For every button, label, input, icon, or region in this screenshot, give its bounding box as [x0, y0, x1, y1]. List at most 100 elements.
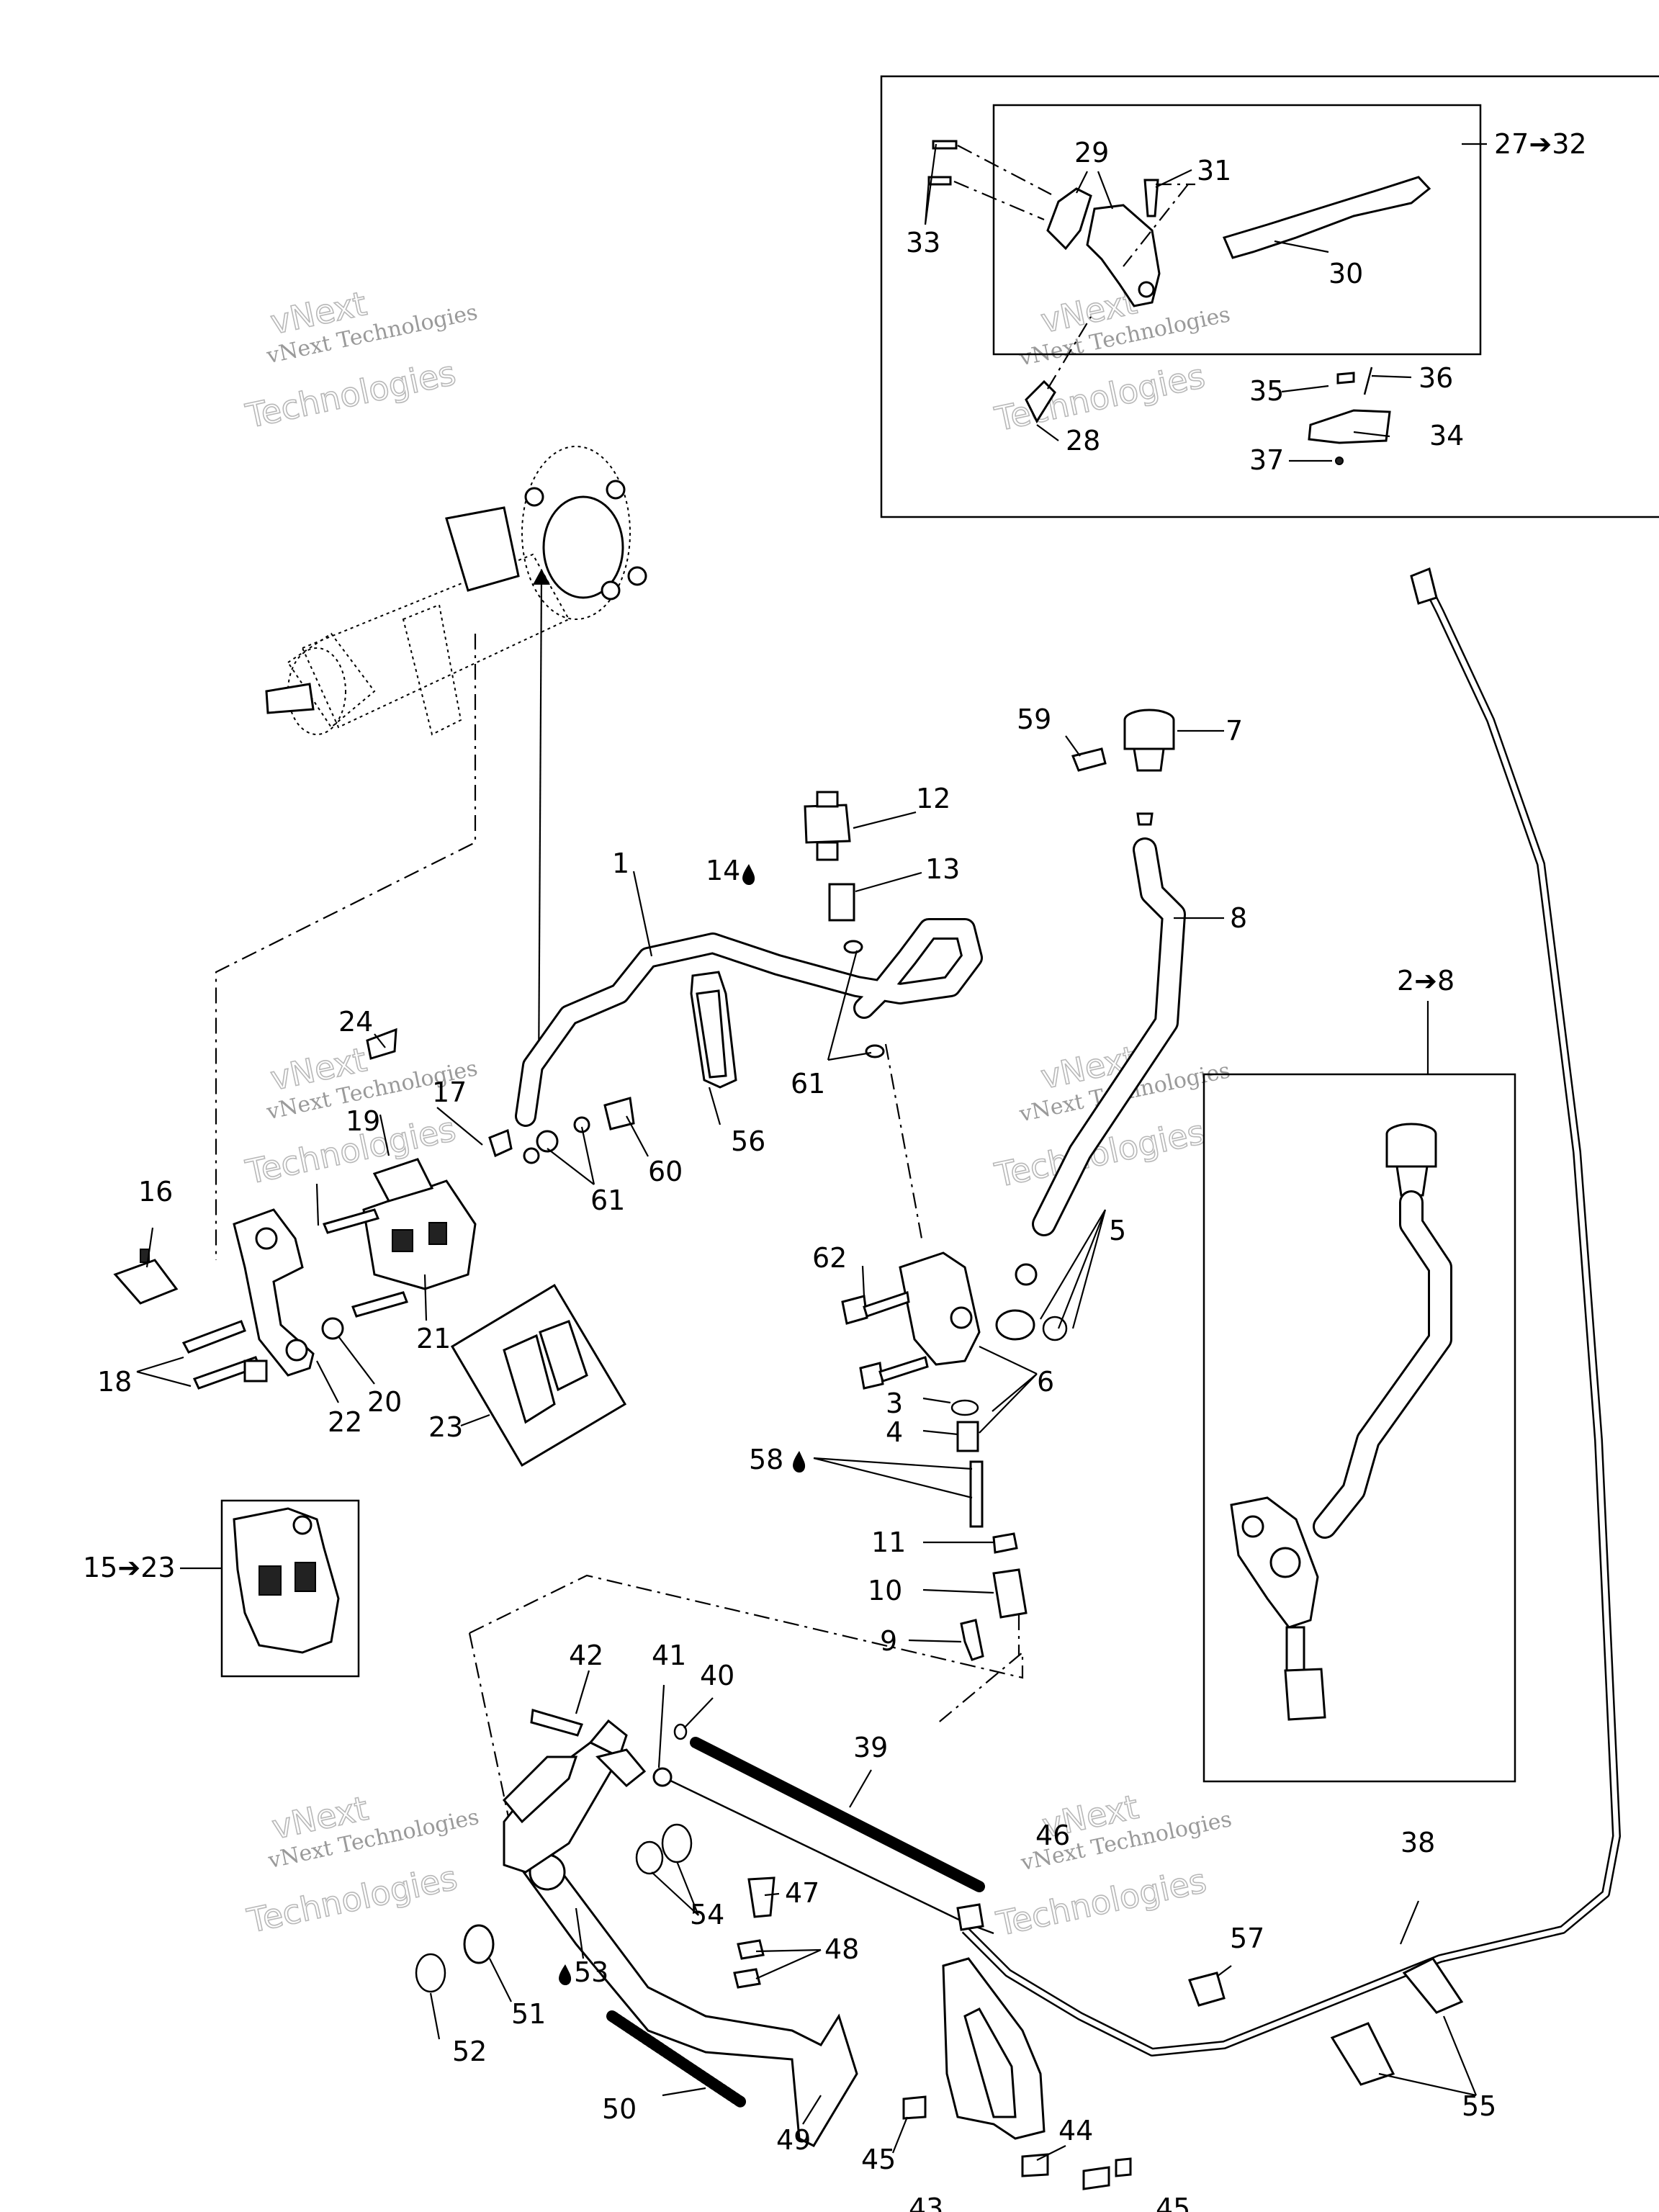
callout-44: 44 — [1058, 2115, 1093, 2146]
rear-axle-phantom — [265, 446, 647, 736]
callout-34: 34 — [1429, 420, 1464, 451]
callout-47: 47 — [785, 1877, 819, 1909]
callout-38: 38 — [1401, 1827, 1435, 1858]
callout-30: 30 — [1328, 258, 1363, 289]
callout-11: 11 — [871, 1527, 906, 1558]
cable-end — [1410, 567, 1438, 605]
oil-drop-icon-58 — [793, 1451, 806, 1473]
callout-13: 13 — [925, 853, 960, 885]
bleeder-16 — [113, 1249, 179, 1305]
callout-labels: 27➔32 29 31 33 30 28 35 36 34 37 59 7 12… — [83, 128, 1587, 2212]
reservoir-7 — [1123, 709, 1175, 826]
bracket-34 — [1308, 367, 1391, 465]
master-cylinder-kit-box — [1202, 1073, 1516, 1783]
callout-62: 62 — [812, 1242, 847, 1274]
callout-54: 54 — [690, 1899, 724, 1930]
brake-pads-23 — [450, 1283, 627, 1467]
callout-18: 18 — [97, 1366, 132, 1398]
watermark-top-left: vNext vNext Technologies Technologies — [241, 283, 480, 436]
watermark-low-right: vNext vNext Technologies Technologies — [992, 1786, 1234, 1944]
master-cylinder-body — [899, 1251, 1068, 1366]
cable-clip-57 — [1188, 1972, 1226, 2007]
callout-6: 6 — [1037, 1366, 1054, 1398]
callout-42: 42 — [569, 1640, 603, 1671]
callout-19: 19 — [346, 1105, 380, 1137]
callout-10: 10 — [868, 1575, 902, 1606]
oil-drop-icon-14 — [742, 864, 755, 886]
callout-56: 56 — [731, 1125, 765, 1157]
callout-27-32: 27➔32 — [1494, 128, 1587, 160]
kit-master-cylinder — [1230, 1496, 1326, 1721]
banjo-bolt-13 — [828, 883, 885, 1058]
callout-39: 39 — [853, 1732, 888, 1763]
guard-hardware — [902, 2095, 1132, 2190]
cable-ties-55 — [1330, 1957, 1464, 2086]
callout-60: 60 — [648, 1156, 683, 1187]
caliper-bolts-18 — [181, 1291, 408, 1390]
callout-37: 37 — [1249, 444, 1284, 476]
brake-switch-12 — [804, 791, 851, 861]
callout-61a: 61 — [791, 1068, 825, 1100]
callout-31: 31 — [1197, 155, 1231, 186]
callout-43: 43 — [909, 2193, 943, 2212]
brake-pedal-49 — [503, 1719, 858, 2147]
bolt-47-nuts-48 — [733, 1876, 775, 1989]
leader-lines — [136, 143, 1487, 2161]
callout-29: 29 — [1074, 137, 1109, 168]
callout-49: 49 — [776, 2124, 811, 2156]
kit-reservoir — [1385, 1123, 1437, 1197]
bolts-62 — [841, 1291, 929, 1390]
callout-45a: 45 — [861, 2144, 896, 2175]
callout-51: 51 — [511, 1998, 546, 2030]
callout-7: 7 — [1226, 715, 1243, 747]
callout-59: 59 — [1017, 703, 1051, 735]
callout-3: 3 — [886, 1388, 903, 1419]
callout-17: 17 — [432, 1076, 467, 1108]
callout-57: 57 — [1230, 1923, 1264, 1954]
callout-2-8: 2➔8 — [1397, 965, 1455, 997]
pin-42 — [530, 1709, 584, 1737]
callout-16: 16 — [138, 1176, 173, 1208]
watermark-top-right: vNext vNext Technologies Technologies — [991, 282, 1233, 439]
callout-53: 53 — [574, 1956, 608, 1988]
lever-subassembly-box — [992, 104, 1482, 356]
caliper-body-21 — [362, 1158, 477, 1290]
kit-caliper — [233, 1507, 340, 1654]
heel-guard-43 — [942, 1957, 1046, 2140]
callout-45b: 45 — [1156, 2193, 1190, 2212]
callout-12: 12 — [916, 783, 950, 814]
banjo-parts-17-60-61 — [322, 1097, 635, 1234]
pedal-bracket — [502, 1748, 647, 1824]
callout-55: 55 — [1462, 2090, 1496, 2122]
callout-21: 21 — [416, 1323, 451, 1354]
callout-24: 24 — [338, 1006, 373, 1038]
axle-arrow — [537, 575, 543, 1081]
callout-8: 8 — [1230, 902, 1247, 934]
clamp-screws — [927, 140, 1052, 221]
callout-36: 36 — [1419, 362, 1453, 394]
adjuster-28 — [1025, 316, 1092, 424]
callout-35: 35 — [1249, 375, 1284, 407]
caliper-kit-box — [220, 1499, 360, 1678]
pushrod-parts — [950, 1399, 1028, 1661]
callout-23: 23 — [428, 1411, 463, 1443]
bolt-59 — [1071, 747, 1107, 772]
callout-41: 41 — [652, 1640, 686, 1671]
callout-9: 9 — [880, 1625, 897, 1657]
watermark-low-left: vNext vNext Technologies Technologies — [243, 1788, 482, 1941]
callout-28: 28 — [1066, 425, 1100, 457]
callout-40: 40 — [700, 1660, 734, 1691]
oil-drop-icon-53 — [559, 1964, 572, 1986]
callout-14: 14 — [706, 855, 740, 886]
callout-20: 20 — [367, 1386, 402, 1418]
lever-assembly-inset-box — [880, 75, 1659, 518]
hose-alignment-line — [884, 1043, 923, 1239]
callout-33: 33 — [906, 227, 940, 258]
callout-5: 5 — [1109, 1215, 1126, 1246]
rod-41 — [652, 1767, 994, 1935]
hose-guide-56 — [690, 971, 737, 1089]
caliper-bracket-22 — [233, 1208, 315, 1377]
callout-48: 48 — [824, 1933, 859, 1965]
callout-4: 4 — [886, 1416, 903, 1448]
